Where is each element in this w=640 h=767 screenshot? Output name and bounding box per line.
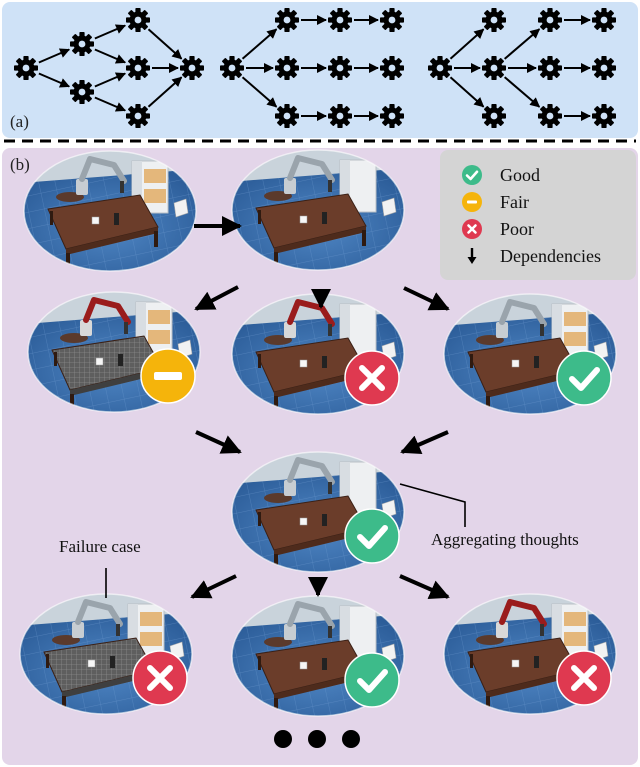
scene-thumbnail: [19, 593, 193, 715]
legend-item-good: Good: [462, 162, 540, 188]
dependency-arrow: [503, 76, 541, 108]
status-badge-fair: [140, 348, 196, 404]
gear-icon: [482, 56, 506, 80]
thought-dependency-arrow: [403, 286, 450, 311]
dependency-arrow: [503, 28, 541, 60]
gear-icon: [328, 104, 352, 128]
dependency-arrow: [94, 24, 127, 40]
gear-icon: [14, 56, 38, 80]
aggregating-callout-line: [399, 483, 466, 527]
minus-icon: [154, 372, 182, 380]
status-badge-good: [556, 350, 612, 406]
gear-icon: [538, 56, 562, 80]
gear-icon: [538, 8, 562, 32]
dependency-arrow: [449, 76, 485, 108]
gear-icon: [482, 104, 506, 128]
gear-icon: [275, 56, 299, 80]
dependency-arrow: [241, 28, 278, 60]
dependency-arrow: [449, 28, 485, 60]
aggregating-thoughts-label: Aggregating thoughts: [431, 530, 579, 549]
failure-case-label: Failure case: [59, 537, 141, 556]
dependency-arrow: [94, 72, 127, 88]
gear-icon: [126, 56, 150, 80]
legend-item-dependencies: Dependencies: [462, 243, 601, 269]
gear-icon: [180, 56, 204, 80]
dependency-arrow: [147, 28, 183, 60]
status-badge-poor: [344, 350, 400, 406]
gear-icon: [126, 104, 150, 128]
status-badge-good: [344, 508, 400, 564]
gear-icon: [70, 32, 94, 56]
minus-icon: [462, 192, 482, 212]
legend-item-fair: Fair: [462, 189, 529, 215]
legend-label-dependencies: Dependencies: [500, 245, 601, 266]
status-badge-poor: [132, 650, 188, 706]
thought-dependency-arrow: [194, 285, 239, 311]
check-icon: [357, 669, 388, 693]
dependency-arrow: [38, 72, 71, 88]
continuation-dot: [308, 730, 326, 748]
legend-item-poor: Poor: [462, 216, 534, 242]
gear-icon: [220, 56, 244, 80]
legend-label-fair: Fair: [500, 191, 529, 212]
gear-icon: [428, 56, 452, 80]
gear-icon: [380, 8, 404, 32]
check-icon: [569, 367, 600, 391]
gear-icon: [592, 56, 616, 80]
scene-thumbnail: [23, 150, 197, 272]
legend-label-poor: Poor: [500, 218, 535, 239]
legend-label-good: Good: [500, 164, 540, 185]
dependency-arrow: [147, 76, 183, 108]
gear-icon: [328, 56, 352, 80]
cross-icon: [462, 219, 482, 239]
panel-b-label: (b): [10, 155, 30, 174]
cross-icon: [571, 665, 597, 691]
thought-dependency-arrow: [195, 430, 242, 454]
thought-dependency-arrow: [190, 574, 237, 599]
gear-icon: [482, 8, 506, 32]
continuation-dot: [342, 730, 360, 748]
gear-icon: [328, 8, 352, 32]
panel-a-label: (a): [10, 112, 29, 131]
legend: Good Fair Poor Dependencies: [440, 150, 636, 280]
thought-dependency-arrow: [400, 430, 449, 454]
gear-icon: [275, 104, 299, 128]
dependency-arrow: [94, 48, 127, 64]
gear-icon: [70, 80, 94, 104]
gear-icon: [380, 56, 404, 80]
gear-icon: [592, 104, 616, 128]
check-icon: [357, 525, 388, 549]
cross-icon: [359, 365, 385, 391]
cross-icon: [147, 665, 173, 691]
thought-dependency-arrow: [399, 574, 450, 599]
gear-icon: [592, 8, 616, 32]
dependency-arrow: [241, 76, 278, 108]
dependency-arrow: [94, 96, 127, 112]
gear-icon: [126, 8, 150, 32]
gear-icon: [380, 104, 404, 128]
arrow-down-icon: [462, 246, 482, 266]
scene-thumbnail: [231, 149, 405, 271]
gear-icon: [538, 104, 562, 128]
gear-icon: [275, 8, 299, 32]
dependency-arrow: [38, 48, 71, 64]
status-badge-poor: [556, 650, 612, 706]
continuation-dot: [274, 730, 292, 748]
status-badge-good: [344, 652, 400, 708]
check-icon: [462, 165, 482, 185]
